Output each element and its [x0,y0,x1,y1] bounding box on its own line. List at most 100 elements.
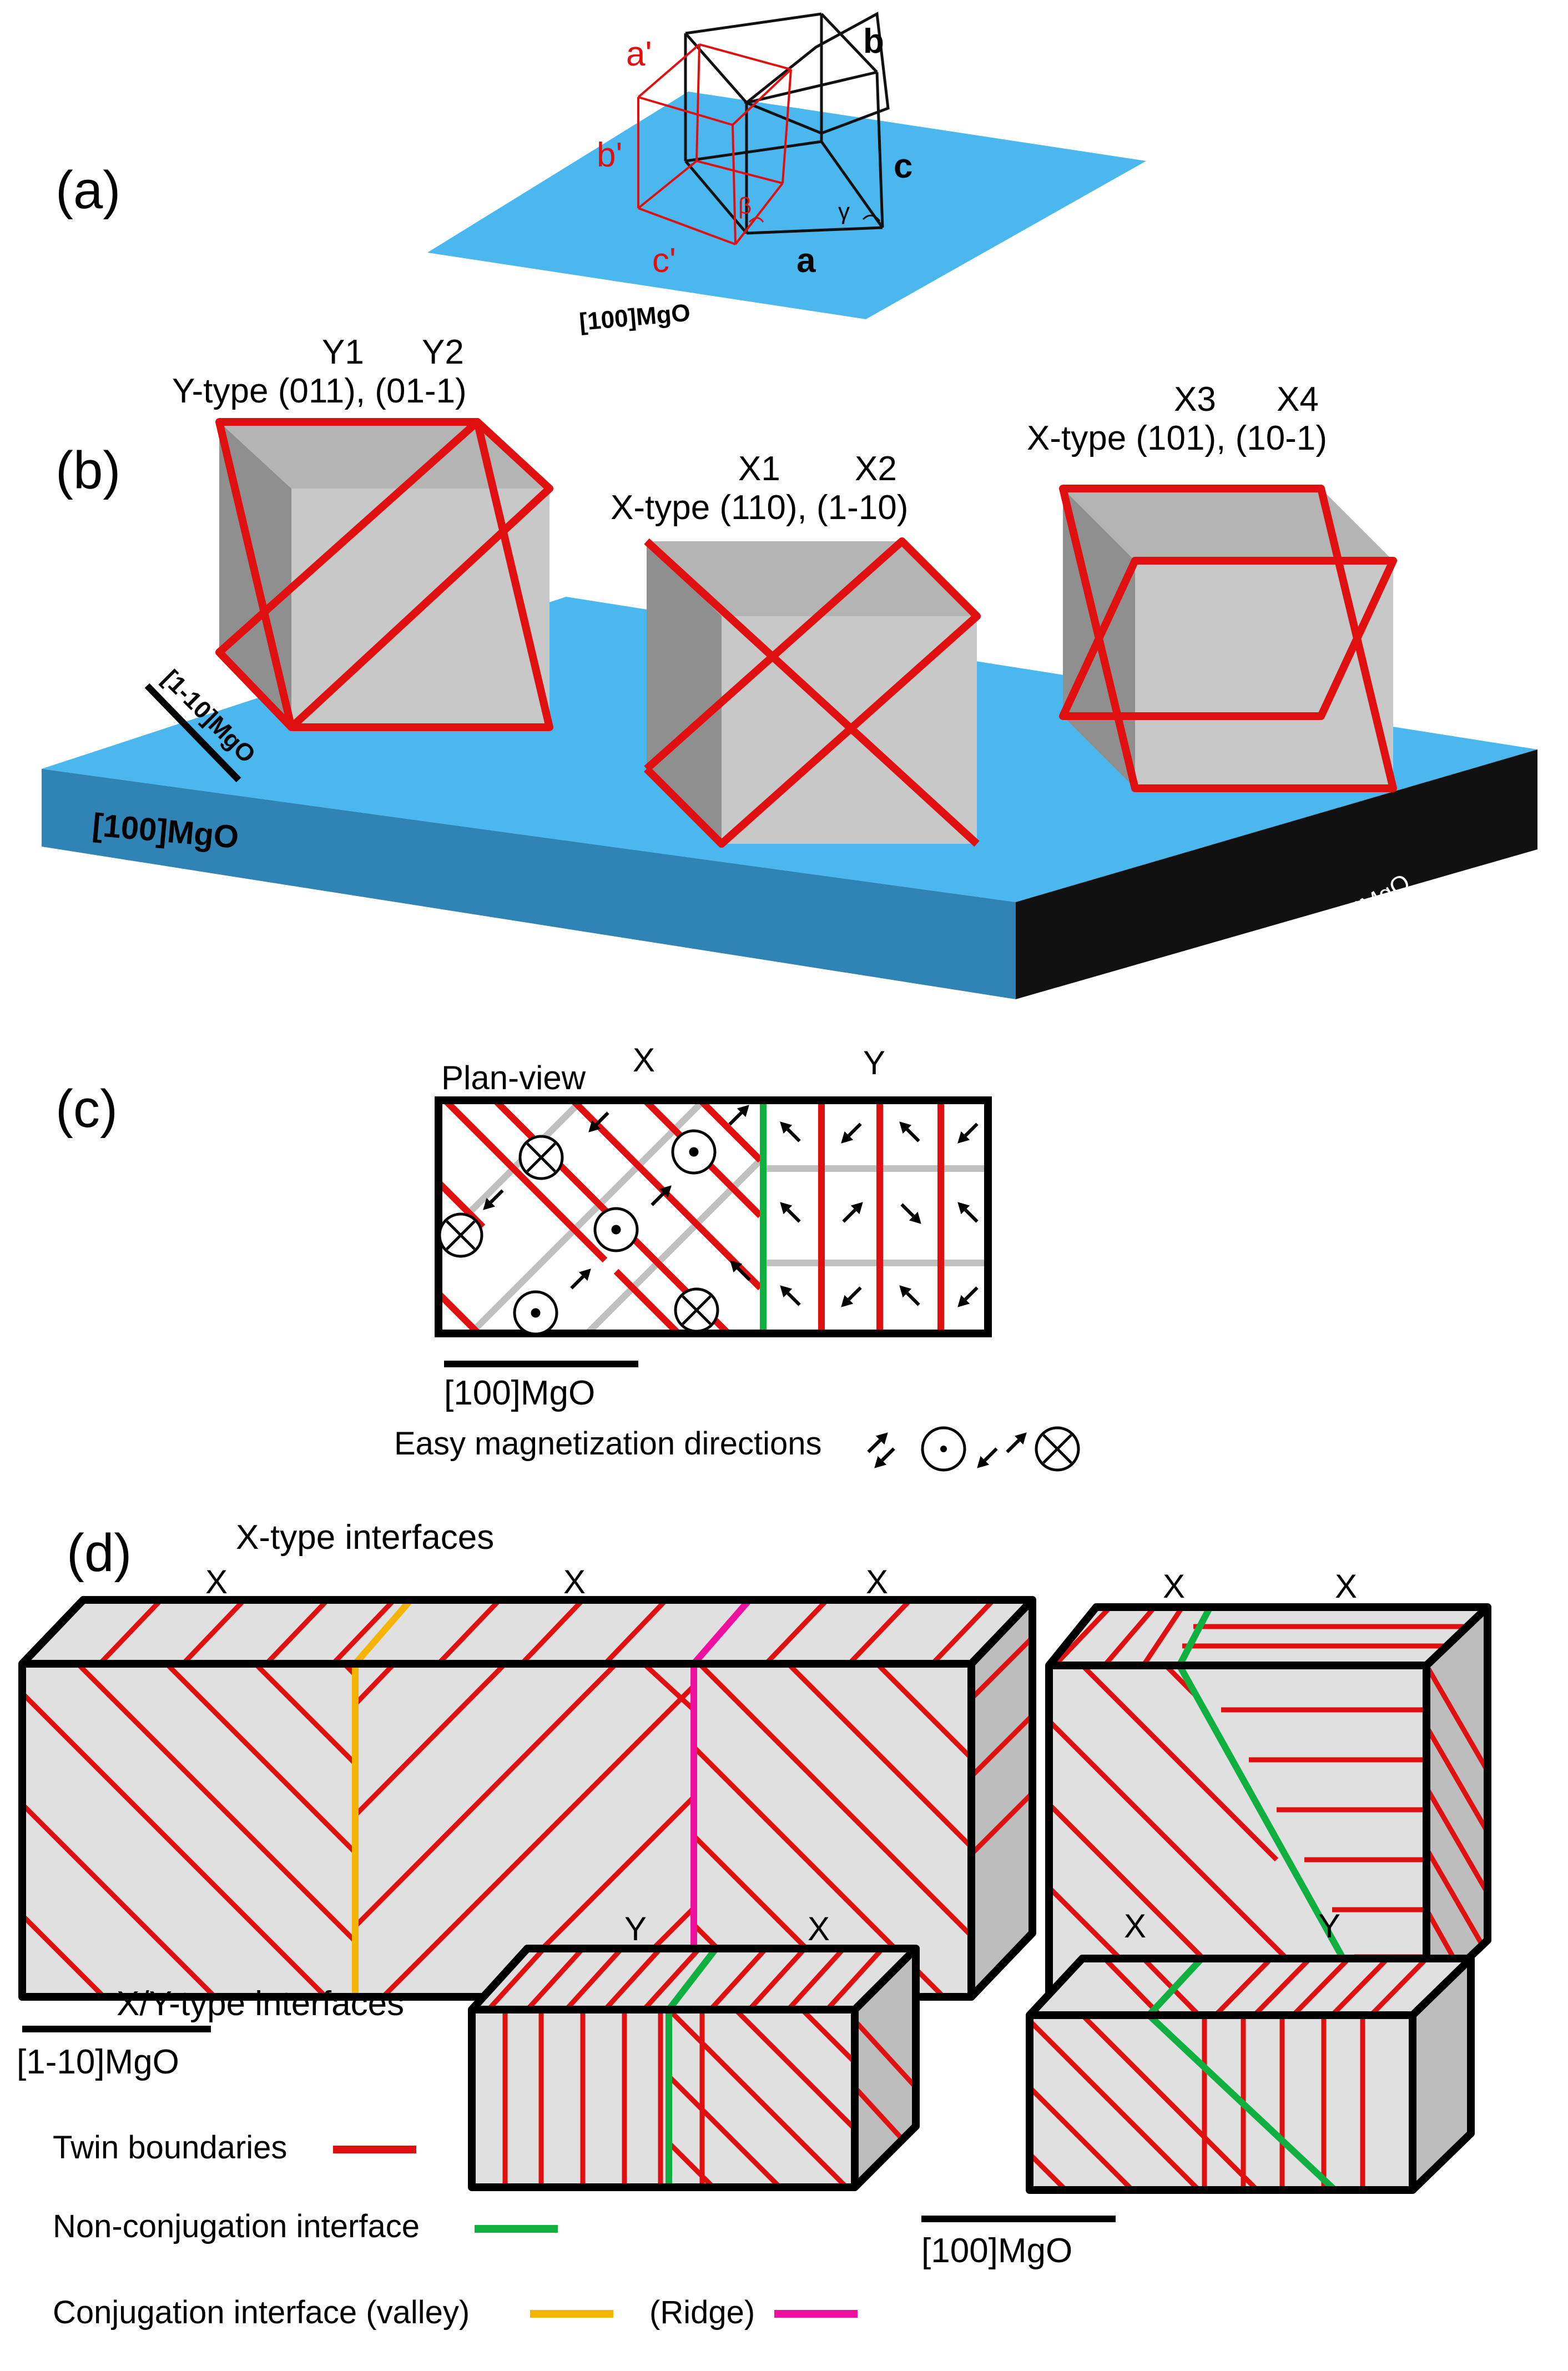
label-beta: β [738,193,752,219]
label-c-y: Y [863,1044,885,1081]
planview-frame [435,1096,992,1337]
arrow-pair-icon [867,1432,895,1468]
panel-b-label: (b) [56,441,120,500]
block4-top-twins [1102,1959,1429,2015]
y-region-twin-lines [818,1100,944,1333]
block3-top-twins [486,1949,885,2010]
out-of-page-icon [593,1207,639,1252]
cube-x12-type: X1 X2 X-type (110), (1-10) [611,450,981,848]
arrow-icon [780,1121,801,1142]
legend-valley-label: Conjugation interface (valley) [53,2294,470,2330]
label-c-prime: c' [652,241,676,280]
label-a-prime: a' [626,35,652,73]
block-xy-type-1: X/Y-type interfaces Y X [117,1910,920,2191]
red-unit-cell [637,43,792,245]
cube-y-type: Y1 Y2 Y-type (011), (01-1) [172,333,553,731]
label-x12-type: X-type (110), (1-10) [611,489,908,527]
panel-d: (d) X-type interfaces X X X [17,1518,1491,2270]
arrow-icon [957,1286,979,1307]
out-of-page-icon [671,1129,717,1175]
panel-c: (c) Plan-view X Y [56,1041,1080,1472]
in-plane-arrows [483,1105,979,1307]
arrow-icon [899,1121,920,1142]
block2-top-twins [1052,1607,1488,1665]
label-x1: X1 [738,450,780,488]
legend-magnetization-icons [867,1426,1080,1472]
panel-b: (b) [1-10]MgO [100]MgO [010]MgO Y1 Y2 Y-… [42,333,1537,999]
arrow-icon [957,1202,979,1223]
label-d-scale-1-10: [1-10]MgO [17,2043,179,2081]
block3-front-vertical-twins [502,2010,705,2187]
label-d4-y: Y [1318,1907,1340,1945]
label-y2: Y2 [422,333,464,371]
arrow-icon [841,1122,862,1144]
label-d1-x3: X [866,1563,888,1600]
cube-x34-type: X3 X4 X-type (101), (10-1) [1027,380,1397,792]
block2-side-twins [1426,1664,1488,1999]
arrow-icon [570,1268,591,1290]
axis-1-10-line [144,683,241,783]
substrate-plane [427,92,1146,319]
legend: Twin boundaries Non-conjugation interfac… [53,2130,858,2330]
label-x2: X2 [855,450,897,488]
arrow-icon [728,1105,749,1126]
label-xy-type-interfaces: X/Y-type interfaces [117,1985,404,2023]
into-page-icon [438,1212,483,1258]
label-d4-x: X [1124,1907,1146,1945]
label-d-scale-100: [100]MgO [921,2232,1072,2270]
into-page-icon [1035,1426,1080,1472]
label-easy-magnetization: Easy magnetization directions [394,1426,822,1462]
label-c-scale: [100]MgO [444,1374,595,1412]
label-c-x: X [633,1041,655,1079]
block3-front-diag-twins [667,2010,855,2187]
label-gamma: γ [838,198,850,224]
label-d1-x2: X [563,1563,586,1600]
arrow-icon [841,1286,862,1307]
label-b-prime: b' [597,136,622,174]
label-d2-x1: X [1163,1568,1185,1605]
arrow-icon [899,1285,920,1306]
panel-a-label: (a) [56,160,120,220]
block-xy-type-2: X Y [1026,1907,1475,2194]
gamma-arc [862,214,881,222]
panel-a: (a) [56,12,1146,336]
label-y-type: Y-type (011), (01-1) [172,372,467,410]
label-substrate-a: [100]MgO [578,299,692,336]
legend-nonconj-label: Non-conjugation interface [53,2208,420,2244]
legend-twin-label: Twin boundaries [53,2130,287,2166]
label-d3-x: X [808,1910,830,1947]
arrow-icon [957,1122,979,1144]
panel-c-label: (c) [56,1079,118,1139]
block-x-type-long [18,1596,1036,2001]
arrow-pair-icon [977,1432,1027,1468]
arrow-icon [842,1202,863,1223]
out-of-page-icon [513,1290,558,1336]
legend-ridge-label: (Ridge) [649,2294,755,2330]
label-b: b [863,22,884,61]
arrow-icon [651,1185,672,1206]
label-d3-y: Y [624,1910,647,1947]
block1-region-overlays [353,1664,696,1997]
beta-arc [748,217,764,223]
panel-d-label: (d) [67,1523,132,1583]
substrate-side [1016,749,1537,999]
block1-side-twins [969,1635,1035,1856]
label-x3: X3 [1174,380,1216,419]
arrow-icon [780,1202,801,1223]
label-c: c [894,147,912,185]
black-unit-cell [684,12,890,235]
into-page-icon [518,1135,564,1180]
into-page-icon [674,1287,719,1333]
y-region-gray-lines [760,1165,988,1266]
block4-front-diag-twins [1030,2015,1259,2190]
label-y1: Y1 [322,333,364,371]
label-d2-x2: X [1335,1568,1357,1605]
block-x-type-short: X X [1045,1568,1491,2002]
arrow-icon [730,1260,751,1281]
arrow-icon [900,1203,921,1224]
arrow-icon [588,1111,609,1132]
out-of-page-icon [921,1426,966,1472]
label-d1-x1: X [205,1563,228,1600]
block2-region-overlay [1179,1665,1426,1999]
